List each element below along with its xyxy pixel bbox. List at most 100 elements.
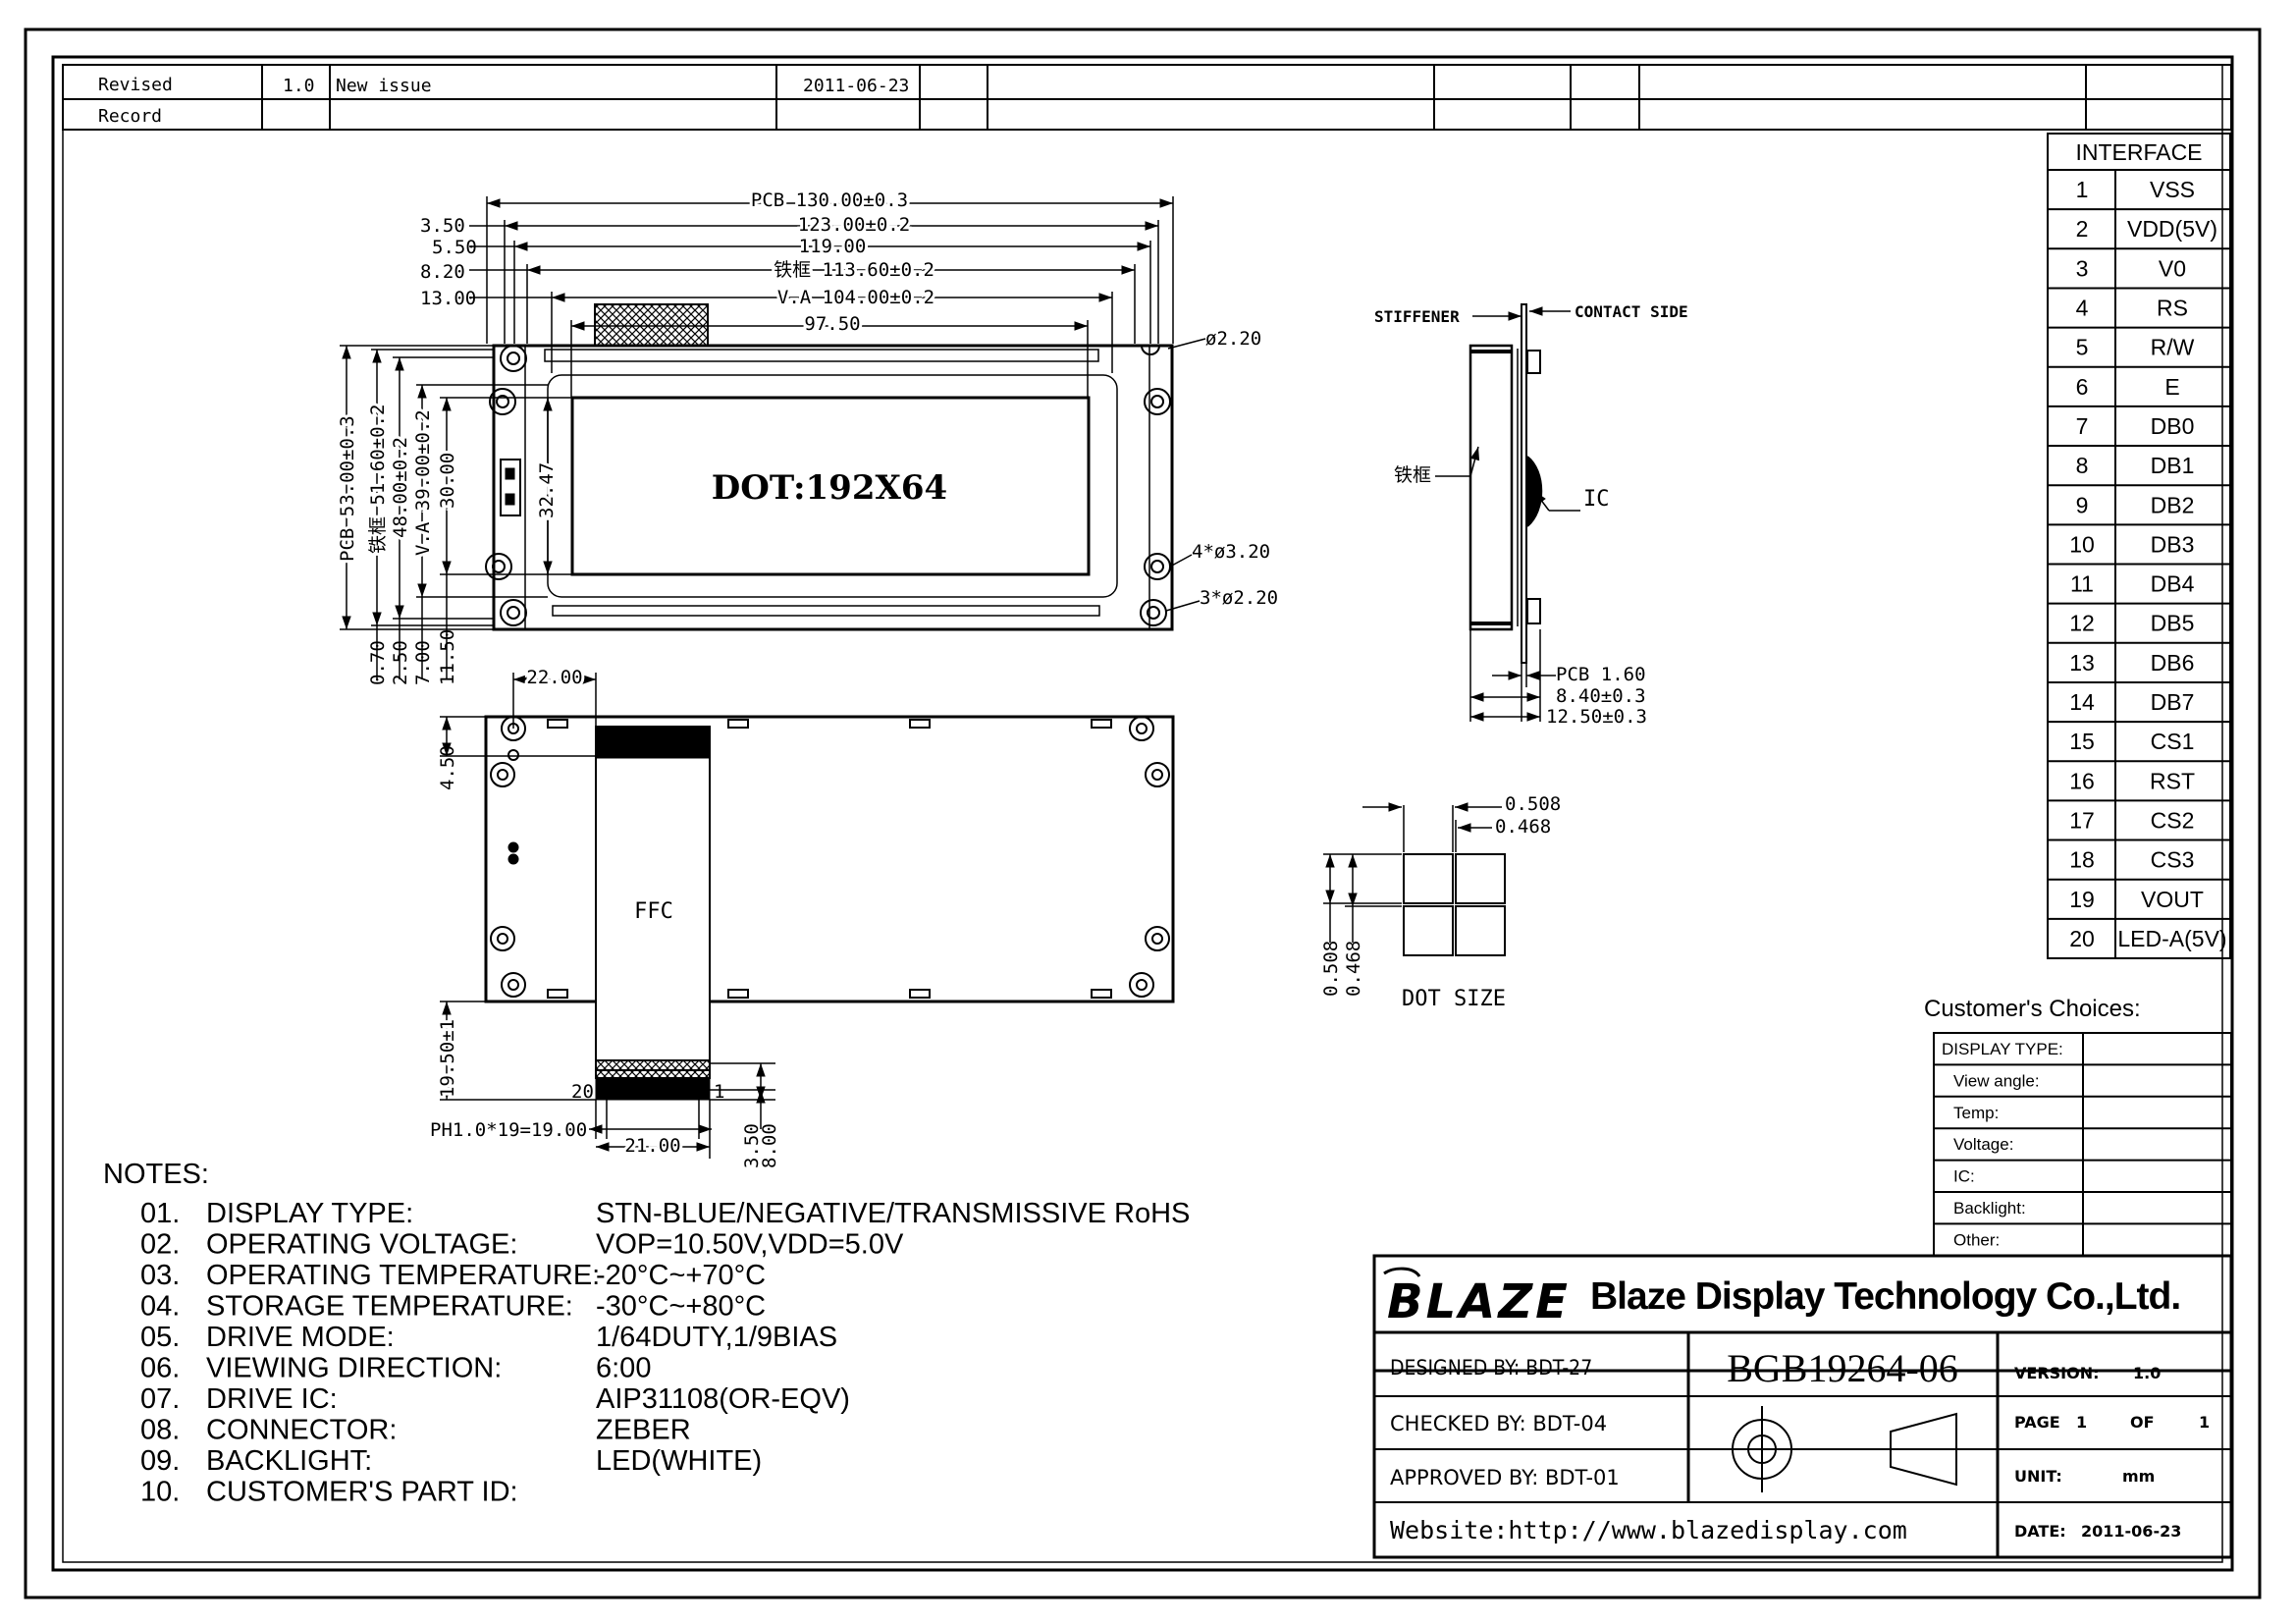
note-number: 02. — [140, 1229, 180, 1261]
hole-label-3x220: 3*ø2.20 — [1200, 587, 1278, 609]
pin-number: 9 — [2076, 492, 2089, 517]
pin-name: RST — [2150, 768, 2195, 793]
logo-text: BLAZE — [1387, 1274, 1571, 1329]
dim-offset-1150: 11.50 — [437, 629, 458, 685]
pin-name: CS2 — [2151, 807, 2195, 833]
rear-dim-450: 4.50 — [437, 745, 458, 790]
date-value: 2011-06-23 — [2081, 1522, 2181, 1541]
dim-119: 119.00 — [799, 236, 867, 257]
note-number: 05. — [140, 1322, 180, 1353]
note-number: 08. — [140, 1415, 180, 1446]
unit-value: mm — [2122, 1467, 2155, 1486]
pin-name: E — [2164, 374, 2179, 400]
page-value: 1 — [2076, 1413, 2087, 1432]
note-number: 06. — [140, 1353, 180, 1384]
rear-dim-pitch: PH1.0*19=19.00 — [430, 1119, 587, 1141]
customer-row-label: Backlight: — [1953, 1199, 2026, 1218]
pin-number: 18 — [2069, 847, 2095, 873]
ffc-label: FFC — [634, 899, 673, 924]
revision-date: 2011-06-23 — [803, 76, 909, 96]
dim-pcb-height: PCB 53.00±0.3 — [337, 415, 358, 562]
note-label: CONNECTOR: — [206, 1415, 397, 1446]
note-label: CUSTOMER'S PART ID: — [206, 1477, 518, 1508]
front-view-top-dimensions — [469, 196, 1174, 397]
note-value: VOP=10.50V,VDD=5.0V — [596, 1229, 904, 1261]
pin-name: DB2 — [2151, 492, 2195, 517]
pin-number: 7 — [2076, 413, 2089, 439]
pin-name: R/W — [2151, 335, 2195, 360]
note-value: 1/64DUTY,1/9BIAS — [596, 1322, 837, 1353]
pin-number: 12 — [2069, 611, 2095, 636]
pin-number: 20 — [2069, 926, 2095, 951]
dim-aa-width: 97.50 — [804, 313, 860, 335]
side-dim-1250: 12.50±0.3 — [1546, 706, 1647, 728]
dot-dim-0508-v: 0.508 — [1320, 941, 1342, 997]
date-label: DATE: — [2014, 1522, 2066, 1541]
pin-name: DB4 — [2151, 571, 2195, 597]
blaze-logo: BLAZE — [1383, 1267, 1571, 1329]
pin-number: 19 — [2069, 887, 2095, 912]
dot-dim-0508-h: 0.508 — [1505, 793, 1561, 815]
company-name: Blaze Display Technology Co.,Ltd. — [1590, 1275, 2180, 1318]
rear-dim-1950: 19.50±1 — [437, 1019, 458, 1098]
title-block — [1372, 1254, 2233, 1559]
rear-dim-21: 21.00 — [624, 1135, 680, 1157]
side-label-contact-side: CONTACT SIDE — [1575, 302, 1688, 321]
dot-dim-0468-v: 0.468 — [1343, 941, 1364, 997]
pin-name: CS3 — [2151, 847, 2195, 873]
side-label-stiffener: STIFFENER — [1374, 307, 1460, 326]
customer-row-label: Other: — [1953, 1230, 2000, 1249]
pin-name: VOUT — [2141, 887, 2204, 912]
inner-border — [51, 55, 2234, 1572]
pin-number: 8 — [2076, 453, 2089, 478]
pin-name: DB1 — [2151, 453, 2195, 478]
page-label: PAGE — [2014, 1413, 2060, 1432]
notes-title: NOTES: — [103, 1159, 209, 1190]
version-label: VERSION: — [2014, 1364, 2100, 1382]
side-label-ic: IC — [1583, 487, 1610, 512]
side-dim-pcb: PCB 1.60 — [1556, 664, 1646, 685]
record-label: Record — [98, 106, 162, 127]
customer-row-label: View angle: — [1953, 1071, 2040, 1090]
dim-frame-height: 铁框 51.60±0.2 — [367, 405, 389, 554]
note-number: 03. — [140, 1260, 180, 1291]
dim-offset-250: 2.50 — [390, 640, 411, 685]
pin-number: 5 — [2076, 335, 2089, 360]
hole-label-220: ø2.20 — [1205, 328, 1261, 350]
pin-number: 13 — [2069, 650, 2095, 676]
display-dot-text: DOT:192X64 — [712, 468, 947, 508]
note-number: 10. — [140, 1477, 180, 1508]
projection-symbol — [1718, 1406, 1968, 1492]
pin-number: 2 — [2076, 216, 2089, 242]
checked-by: CHECKED BY: BDT-04 — [1390, 1412, 1607, 1435]
revised-label: Revised — [98, 75, 173, 95]
note-value: STN-BLUE/NEGATIVE/TRANSMISSIVE RoHS — [596, 1198, 1190, 1229]
website: Website:http://www.blazedisplay.com — [1390, 1516, 1907, 1544]
revision-description: New issue — [336, 76, 432, 96]
pin-number: 3 — [2076, 255, 2089, 281]
note-label: DRIVE MODE: — [206, 1322, 395, 1353]
customer-row-label: IC: — [1953, 1167, 1975, 1186]
approved-by: APPROVED BY: BDT-01 — [1390, 1466, 1620, 1489]
dim-va-height: V.A 39.00±0.2 — [412, 409, 434, 556]
pin-number: 17 — [2069, 807, 2095, 833]
note-number: 04. — [140, 1291, 180, 1323]
dim-offset-700: 7.00 — [412, 640, 434, 685]
note-number: 09. — [140, 1445, 180, 1477]
version-value: 1.0 — [2133, 1364, 2161, 1382]
ffc-pin-first: 20 — [571, 1081, 594, 1103]
dim-va-width: V.A 104.00±0.2 — [777, 287, 934, 308]
dim-offset-350: 3.50 — [420, 215, 465, 237]
dim-frame-width: 铁框 113.60±0.2 — [774, 259, 934, 281]
dot-dim-0468-h: 0.468 — [1495, 816, 1551, 838]
rear-dim-22: 22.00 — [526, 667, 582, 688]
pages-value: 1 — [2199, 1413, 2210, 1432]
designed-by: DESIGNED BY: BDT-27 — [1390, 1356, 1592, 1380]
rear-view-dimensions — [440, 673, 775, 1159]
customer-row-label: Voltage: — [1953, 1135, 2013, 1154]
pin-number: 1 — [2076, 177, 2089, 202]
rear-dim-800: 8.00 — [759, 1123, 780, 1168]
note-value: LED(WHITE) — [596, 1445, 762, 1477]
note-value: AIP31108(OR-EQV) — [596, 1383, 850, 1415]
